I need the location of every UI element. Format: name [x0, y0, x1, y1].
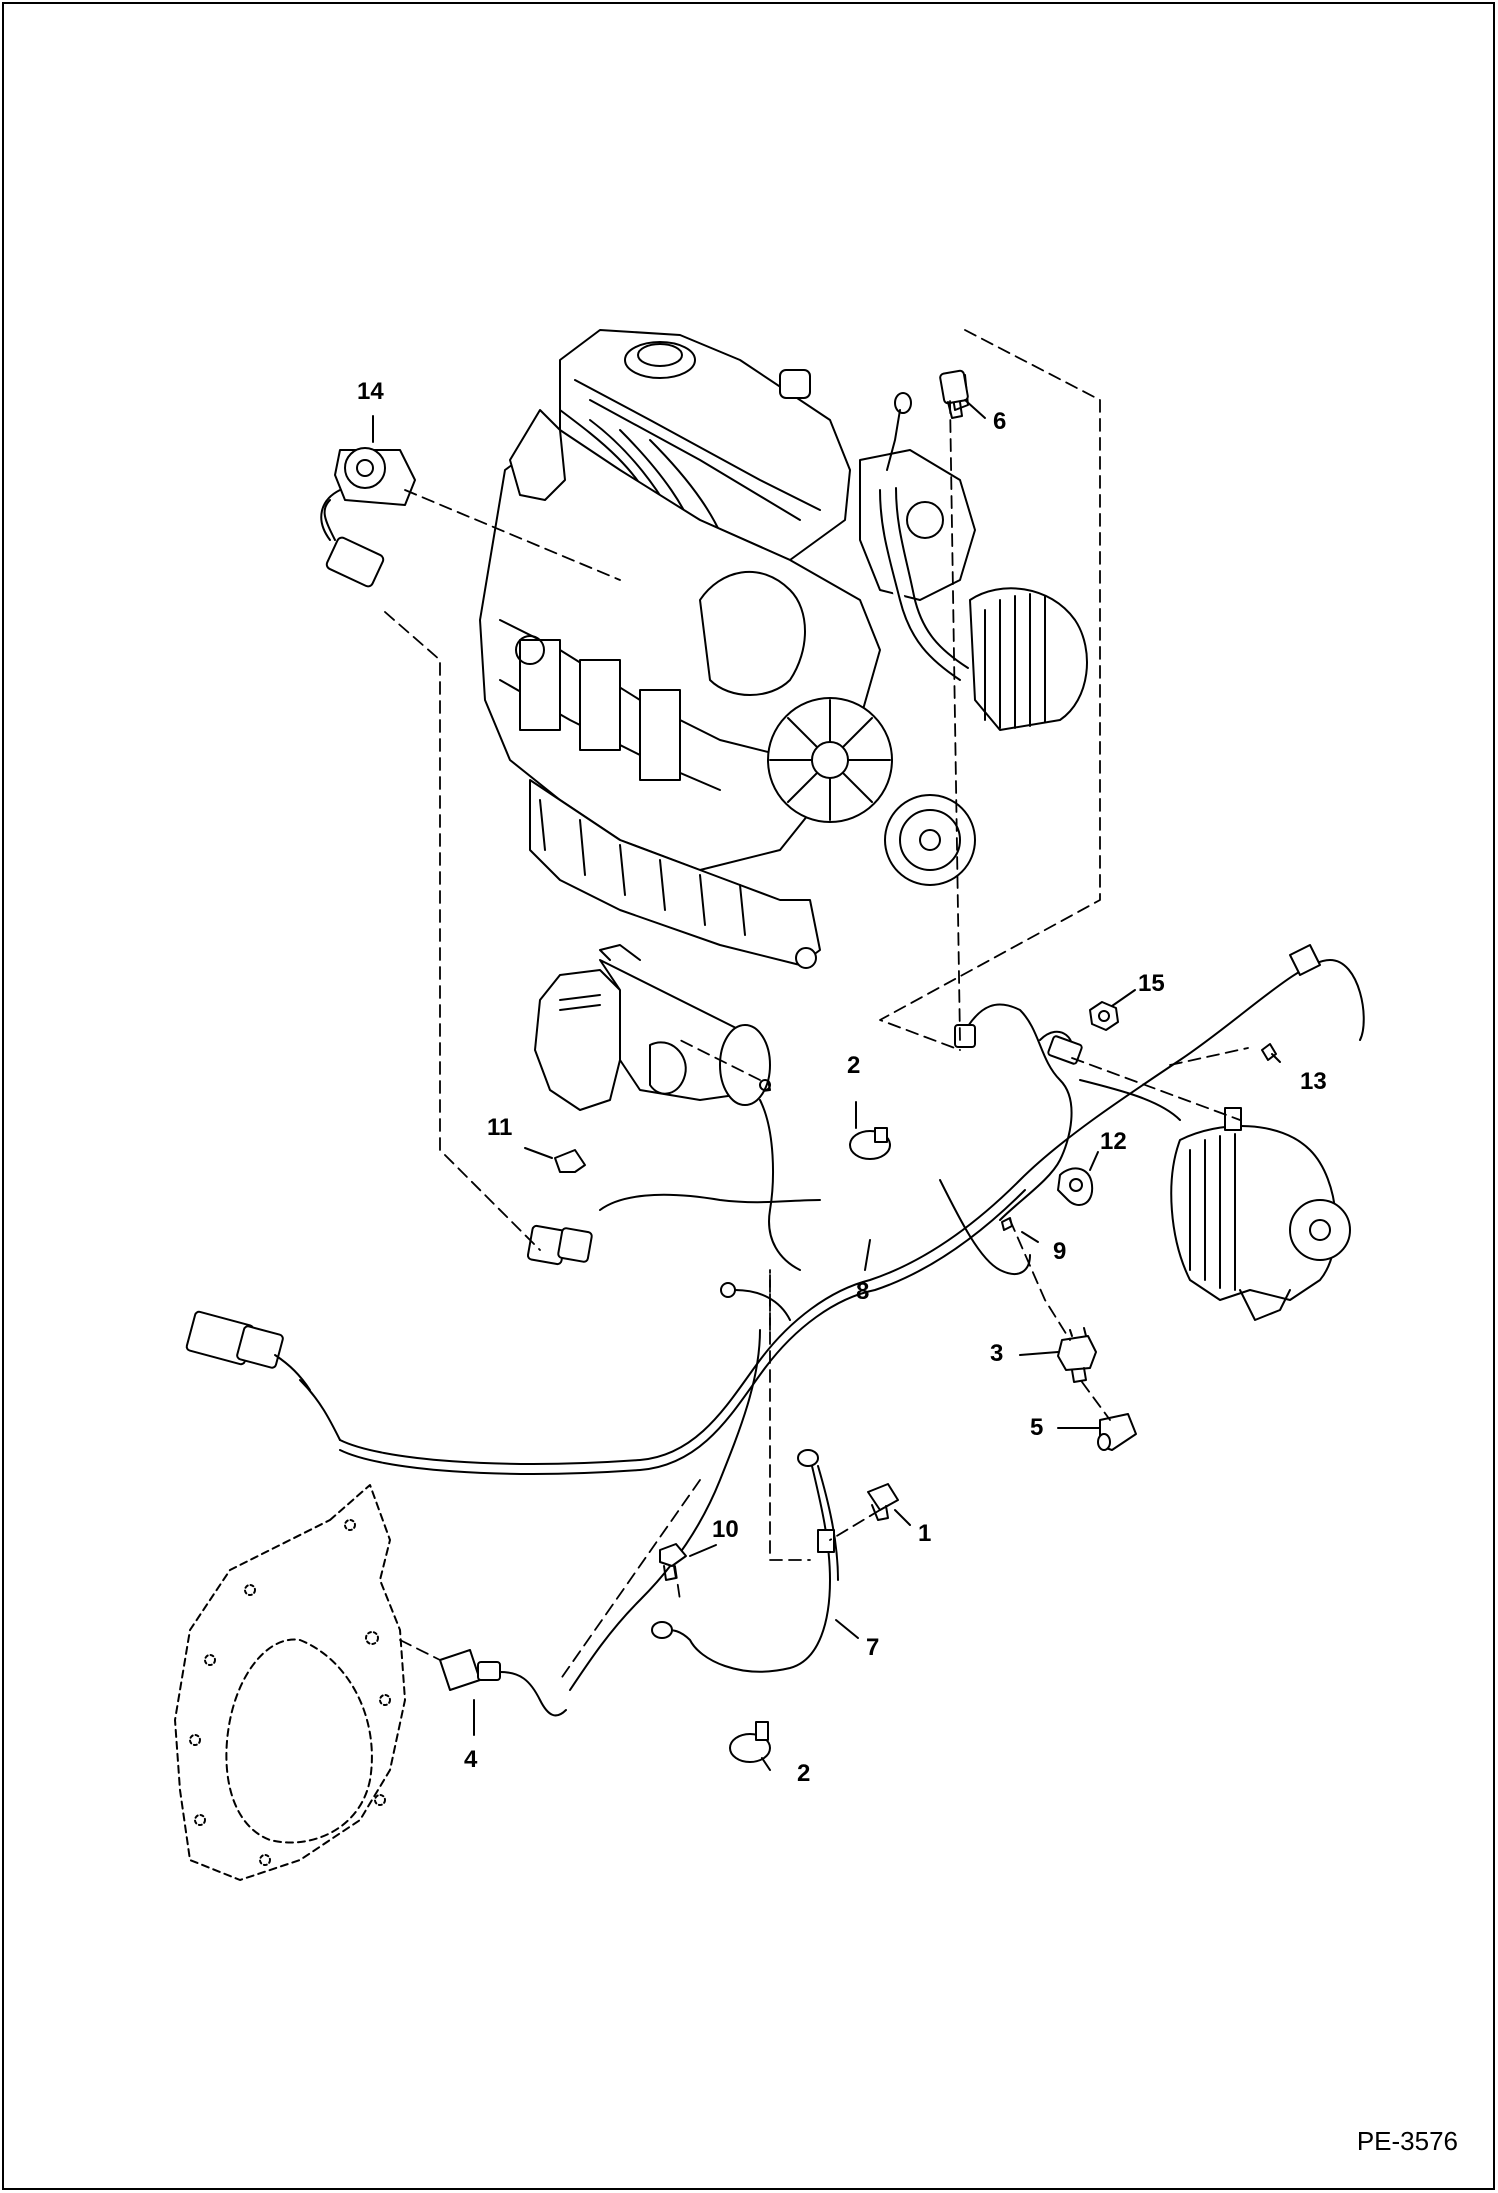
flywheel-housing-plate — [174, 1484, 406, 1881]
callout-6: 6 — [993, 408, 1007, 435]
callout-2-upper: 2 — [847, 1052, 861, 1079]
callout-2-lower: 2 — [797, 1760, 811, 1787]
callout-3: 3 — [990, 1340, 1004, 1367]
wire-harness — [185, 499, 1365, 1691]
part-13-clip — [1261, 1043, 1277, 1061]
callout-1: 1 — [918, 1520, 932, 1547]
part-7-ground-cable — [651, 1449, 839, 1673]
harness-connector-left — [185, 1310, 311, 1391]
part-4-speed-sensor — [439, 1649, 567, 1717]
callout-15: 15 — [1138, 970, 1165, 997]
part-2-cable-tie-upper — [849, 1127, 891, 1160]
part-5-elbow — [1097, 1413, 1137, 1451]
part-14-sensor — [320, 447, 416, 541]
callout-10: 10 — [712, 1516, 739, 1543]
part-15-nut — [1089, 1001, 1119, 1031]
leader-lines — [372, 399, 1281, 1771]
callout-14: 14 — [357, 378, 384, 405]
alternator — [1170, 1107, 1351, 1321]
callout-7: 7 — [866, 1634, 880, 1661]
callout-11: 11 — [487, 1114, 513, 1141]
part-11-clip — [554, 1149, 586, 1173]
part-6-switch — [939, 369, 969, 419]
part-12-clamp — [1057, 1167, 1094, 1206]
callout-9: 9 — [1053, 1238, 1067, 1265]
starter-motor — [534, 944, 771, 1111]
harness-connector-11 — [526, 1224, 593, 1266]
figure-id-label: PE-3576 — [1356, 2126, 1458, 2156]
part-3-pressure-switch — [1057, 1327, 1097, 1383]
callout-5: 5 — [1030, 1414, 1044, 1441]
engine-block — [479, 329, 1088, 969]
callout-12: 12 — [1100, 1128, 1127, 1155]
callout-13: 13 — [1300, 1068, 1327, 1095]
harness-connector-14 — [323, 499, 385, 588]
assembly-guide-lines — [384, 329, 1249, 1681]
part-2-cable-tie-lower — [729, 1721, 771, 1763]
part-1-bolt — [867, 1483, 899, 1521]
callout-4: 4 — [464, 1746, 478, 1773]
callout-8: 8 — [856, 1278, 870, 1305]
